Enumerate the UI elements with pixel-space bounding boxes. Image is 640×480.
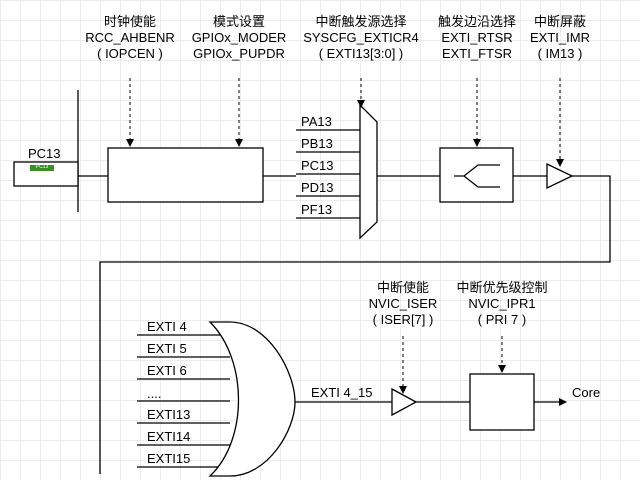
or-input-exti14: EXTI14 bbox=[147, 429, 191, 444]
label-nvic-priority-reg: NVIC_IPR1 bbox=[468, 296, 536, 311]
label-interrupt-mask-bits: ( IM13 ) bbox=[537, 46, 583, 61]
top-signal-path bbox=[77, 90, 611, 474]
or-input-exti5: EXTI 5 bbox=[147, 341, 187, 356]
or-input-exti6: EXTI 6 bbox=[147, 363, 187, 378]
bottom-signal-path bbox=[137, 321, 567, 477]
mux-input-pa13: PA13 bbox=[301, 114, 332, 129]
label-clock-enable: 时钟使能 RCC_AHBENR ( IOPCEN ) bbox=[65, 14, 195, 62]
label-source-select-title: 中断触发源选择 bbox=[315, 14, 407, 29]
label-mode-setup-reg2: GPIOx_PUPDR bbox=[193, 46, 285, 61]
pin-tag-badge bbox=[30, 165, 54, 171]
label-edge-select-title: 触发边沿选择 bbox=[437, 14, 516, 29]
mux-input-pc13: PC13 bbox=[301, 158, 334, 173]
label-source-select-bits: ( EXTI13[3:0] ) bbox=[318, 46, 404, 61]
label-mode-setup-reg: GPIOx_MODER bbox=[191, 30, 287, 45]
label-clock-enable-reg: RCC_AHBENR bbox=[85, 30, 175, 45]
core-label: Core bbox=[572, 385, 601, 400]
multiplexer-shape bbox=[359, 103, 378, 240]
label-nvic-priority-title: 中断优先级控制 bbox=[456, 280, 548, 295]
label-nvic-enable: 中断使能 NVIC_ISER ( ISER[7] ) bbox=[348, 280, 458, 328]
edge-detector-icon bbox=[454, 164, 500, 188]
gpio-config-box bbox=[107, 147, 264, 203]
label-nvic-enable-title: 中断使能 bbox=[376, 280, 429, 295]
label-clock-enable-bits: ( IOPCEN ) bbox=[97, 46, 163, 61]
pin-tag bbox=[13, 161, 79, 187]
label-source-select: 中断触发源选择 SYSCFG_EXTICR4 ( EXTI13[3:0] ) bbox=[291, 14, 431, 62]
label-mode-setup-title: 模式设置 bbox=[212, 14, 265, 29]
label-source-select-reg: SYSCFG_EXTICR4 bbox=[303, 30, 419, 45]
nvic-priority-box bbox=[469, 373, 535, 431]
or-input-ellipsis: .... bbox=[147, 386, 162, 401]
or-gate-shape bbox=[208, 321, 296, 477]
pin-label: PC13 bbox=[28, 146, 61, 161]
or-input-exti4: EXTI 4 bbox=[147, 319, 187, 334]
label-nvic-enable-bits: ( ISER[7] ) bbox=[372, 312, 434, 327]
label-edge-select-reg: EXTI_RTSR bbox=[441, 30, 513, 45]
label-interrupt-mask: 中断屏蔽 EXTI_IMR ( IM13 ) bbox=[520, 14, 600, 62]
label-edge-select-reg2: EXTI_FTSR bbox=[441, 46, 513, 61]
or-output-label: EXTI 4_15 bbox=[311, 385, 373, 400]
label-interrupt-mask-reg: EXTI_IMR bbox=[530, 30, 590, 45]
label-interrupt-mask-title: 中断屏蔽 bbox=[533, 14, 586, 29]
label-nvic-priority: 中断优先级控制 NVIC_IPR1 ( PRI 7 ) bbox=[442, 280, 562, 328]
mux-input-pd13: PD13 bbox=[301, 180, 334, 195]
nvic-enable-triangle bbox=[391, 387, 418, 417]
mux-input-pb13: PB13 bbox=[301, 136, 333, 151]
pin-tag-text: PC13 bbox=[35, 164, 49, 170]
mux-input-pf13: PF13 bbox=[301, 202, 333, 217]
wire-mask-to-or bbox=[99, 175, 611, 474]
mask-gate-triangle bbox=[546, 162, 574, 190]
label-clock-enable-title: 时钟使能 bbox=[103, 14, 156, 29]
edge-detector-box bbox=[439, 147, 514, 203]
or-input-exti13: EXTI13 bbox=[147, 407, 191, 422]
label-edge-select: 触发边沿选择 EXTI_RTSR EXTI_FTSR bbox=[427, 14, 527, 62]
label-mode-setup: 模式设置 GPIOx_MODER GPIOx_PUPDR bbox=[174, 14, 304, 62]
label-nvic-priority-bits: ( PRI 7 ) bbox=[477, 312, 527, 327]
or-input-exti15: EXTI15 bbox=[147, 451, 191, 466]
label-nvic-enable-reg: NVIC_ISER bbox=[368, 296, 438, 311]
